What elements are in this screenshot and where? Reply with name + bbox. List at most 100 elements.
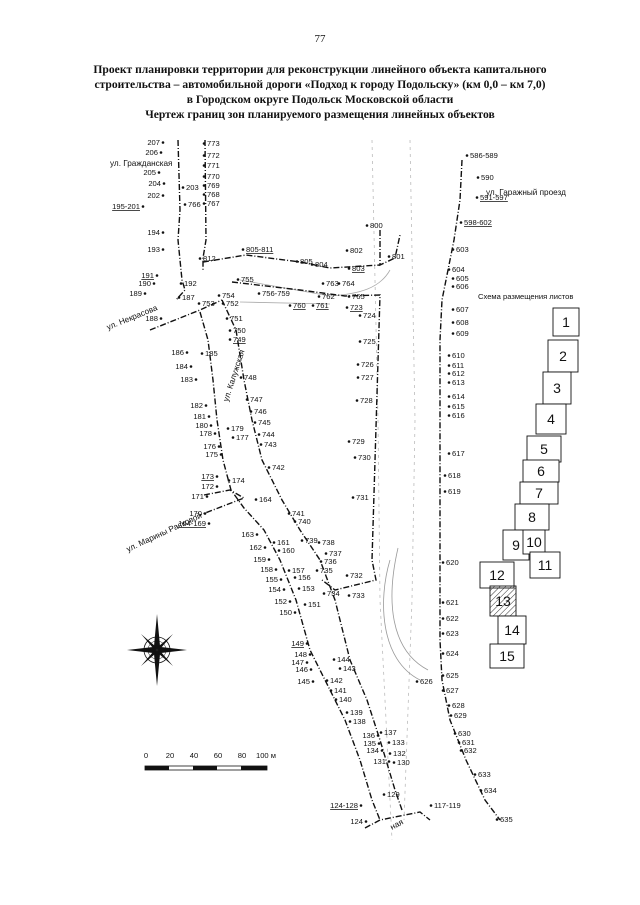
point-marker-171: [205, 495, 209, 498]
point-marker-727: [356, 376, 360, 379]
point-marker-772: [202, 154, 206, 157]
point-label-753: 753: [202, 299, 215, 308]
point-marker-742: [267, 466, 271, 469]
point-marker-746: [249, 410, 253, 413]
point-marker-728: [355, 399, 359, 402]
point-marker-598-602: [459, 221, 463, 224]
point-label-625: 625: [446, 671, 459, 680]
point-label-755: 755: [241, 275, 254, 284]
point-label-152: 152: [274, 597, 287, 606]
point-marker-207: [161, 141, 165, 144]
title-line-4: Чертеж границ зон планируемого размещени…: [145, 108, 495, 121]
point-marker-180: [209, 424, 213, 427]
point-label-617: 617: [452, 449, 465, 458]
point-label-194: 194: [147, 228, 160, 237]
point-label-164: 164: [259, 495, 272, 504]
point-label-203: 203: [186, 183, 199, 192]
point-label-771: 771: [207, 161, 220, 170]
point-marker-628: [447, 704, 451, 707]
point-label-739: 739: [305, 536, 318, 545]
street-garazhny: ул. Гаражный проезд: [486, 188, 566, 197]
sheet-box-14: [497, 615, 527, 645]
sheet-number-7: 7: [535, 485, 543, 501]
point-marker-730: [353, 456, 357, 459]
point-marker-763: [321, 282, 325, 285]
title-line-1: Проект планировки территории для реконст…: [93, 63, 547, 76]
point-marker-117-119: [429, 804, 433, 807]
point-marker-182: [204, 404, 208, 407]
title-block: Проект планировки территории для реконст…: [40, 62, 600, 122]
point-label-756-759: 756-759: [262, 289, 290, 298]
point-label-749: 749: [233, 335, 246, 344]
point-marker-604: [447, 268, 451, 271]
point-marker-733: [347, 594, 351, 597]
point-marker-729: [347, 440, 351, 443]
point-label-731: 731: [356, 493, 369, 502]
point-marker-633: [473, 773, 477, 776]
point-marker-738: [317, 541, 321, 544]
point-label-173: 173: [201, 472, 214, 481]
point-label-193: 193: [147, 245, 160, 254]
point-marker-743: [259, 443, 263, 446]
point-label-607: 607: [456, 305, 469, 314]
point-marker-147: [305, 661, 309, 664]
sheet-number-4: 4: [547, 411, 555, 427]
point-marker-753: [197, 302, 201, 305]
point-label-812: 812: [203, 254, 216, 263]
point-label-207: 207: [147, 138, 160, 147]
point-marker-142: [325, 679, 329, 682]
zone-boundaries: [149, 139, 501, 829]
point-label-736: 736: [324, 557, 337, 566]
point-marker-610: [447, 354, 451, 357]
point-label-142: 142: [330, 676, 343, 685]
point-label-737: 737: [329, 549, 342, 558]
point-label-613: 613: [452, 378, 465, 387]
point-label-148: 148: [294, 650, 307, 659]
point-marker-612: [447, 372, 451, 375]
point-marker-769: [202, 184, 206, 187]
point-marker-754: [217, 294, 221, 297]
point-label-770: 770: [207, 172, 220, 181]
point-marker-736: [319, 560, 323, 563]
point-marker-770: [202, 175, 206, 178]
point-marker-132: [388, 752, 392, 755]
boundary-raskovoy: [199, 489, 246, 516]
point-label-628: 628: [452, 701, 465, 710]
point-label-621: 621: [446, 598, 459, 607]
point-marker-204: [162, 182, 166, 185]
point-marker-164: [254, 498, 258, 501]
point-label-763: 763: [326, 279, 339, 288]
point-label-188: 188: [145, 314, 158, 323]
point-marker-154: [282, 588, 286, 591]
point-label-186: 186: [171, 348, 184, 357]
point-marker-605: [451, 277, 455, 280]
point-marker-153: [297, 587, 301, 590]
sheet-box-15: [489, 643, 525, 669]
point-label-748: 748: [244, 373, 257, 382]
point-marker-726: [356, 363, 360, 366]
point-label-730: 730: [358, 453, 371, 462]
point-label-606: 606: [456, 282, 469, 291]
point-marker-133: [387, 741, 391, 744]
point-marker-124: [364, 820, 368, 823]
point-marker-756-759: [257, 292, 261, 295]
title-line-2: строительства – автомобильной дороги «По…: [94, 78, 546, 91]
point-marker-805-811: [241, 248, 245, 251]
point-marker-751: [225, 317, 229, 320]
point-label-205: 205: [143, 168, 156, 177]
point-marker-619: [443, 490, 447, 493]
point-label-805: 805: [300, 257, 313, 266]
point-marker-609: [451, 332, 455, 335]
sheet-number-10: 10: [526, 534, 542, 550]
sheet-box-4: [535, 403, 567, 435]
point-label-158: 158: [260, 565, 273, 574]
point-label-728: 728: [360, 396, 373, 405]
point-marker-143: [338, 667, 342, 670]
sheet-number-8: 8: [528, 509, 536, 525]
scale-label-2: 40: [190, 751, 198, 760]
point-marker-188: [159, 317, 163, 320]
point-marker-620: [441, 561, 445, 564]
point-label-725: 725: [363, 337, 376, 346]
point-marker-614: [447, 395, 451, 398]
point-label-147: 147: [291, 658, 304, 667]
